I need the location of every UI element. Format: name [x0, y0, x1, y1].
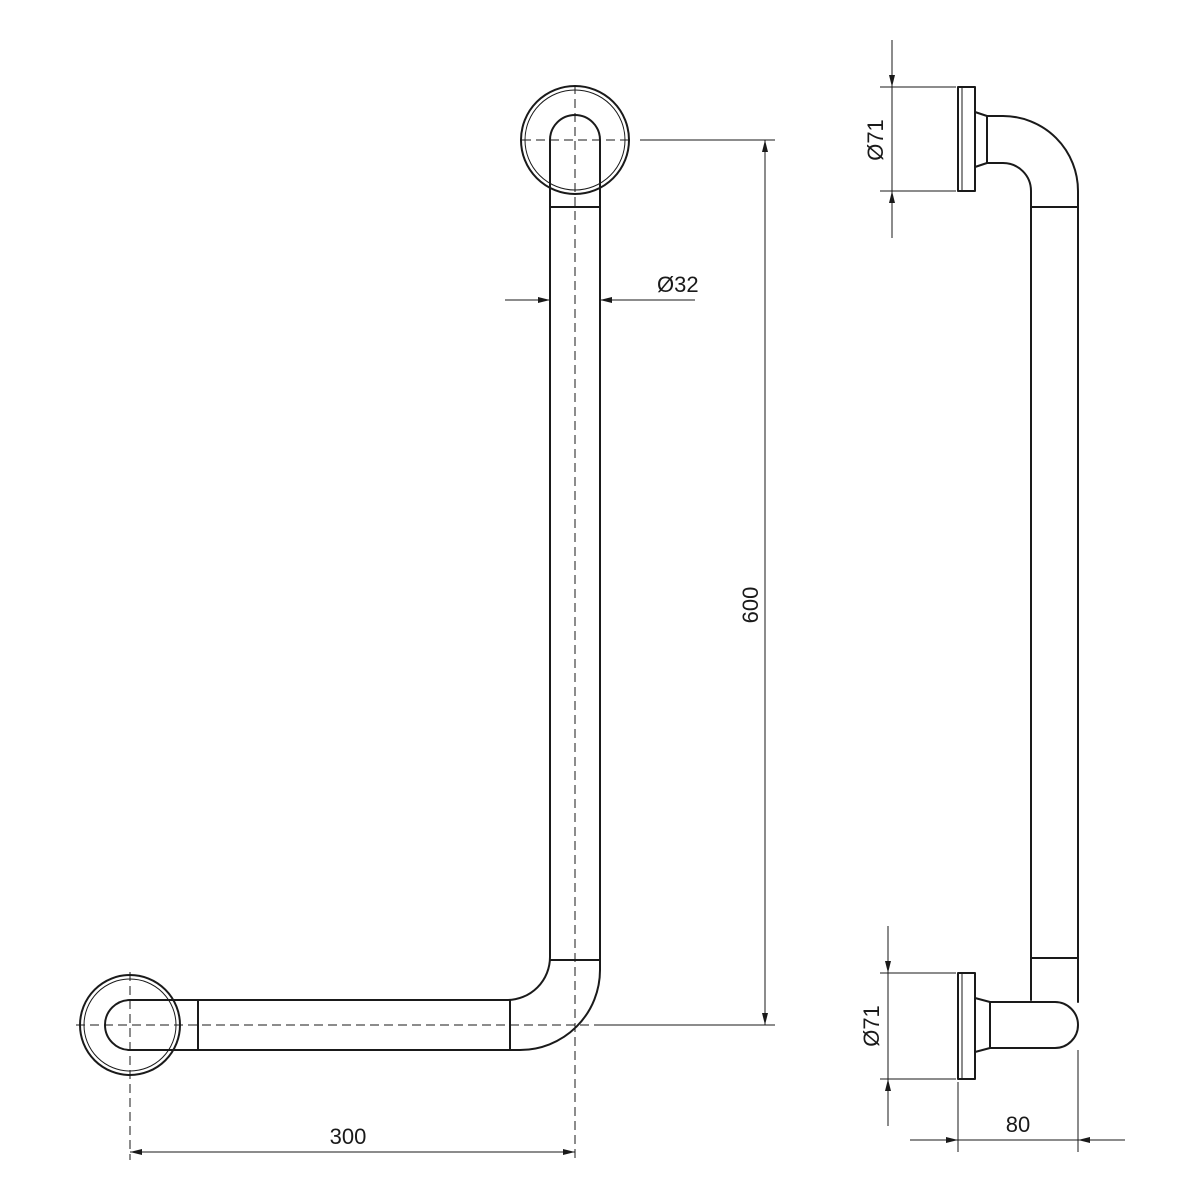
tube-outline [104, 114, 601, 1051]
side-view: Ø71 Ø71 80 [859, 40, 1125, 1152]
side-bottom-flange [957, 972, 976, 1080]
upper-flange-diameter-label: Ø71 [863, 119, 888, 161]
front-view: Ø32 600 300 [76, 85, 775, 1160]
side-bottom-end [989, 1001, 1079, 1049]
width-label: 300 [330, 1124, 367, 1149]
tube-diameter-label: Ø32 [657, 272, 699, 297]
side-top-flange [957, 86, 976, 192]
projection-label: 80 [1006, 1112, 1030, 1137]
side-upper-bend [986, 115, 1079, 208]
height-label: 600 [738, 587, 763, 624]
lower-flange-diameter-label: Ø71 [859, 1005, 884, 1047]
